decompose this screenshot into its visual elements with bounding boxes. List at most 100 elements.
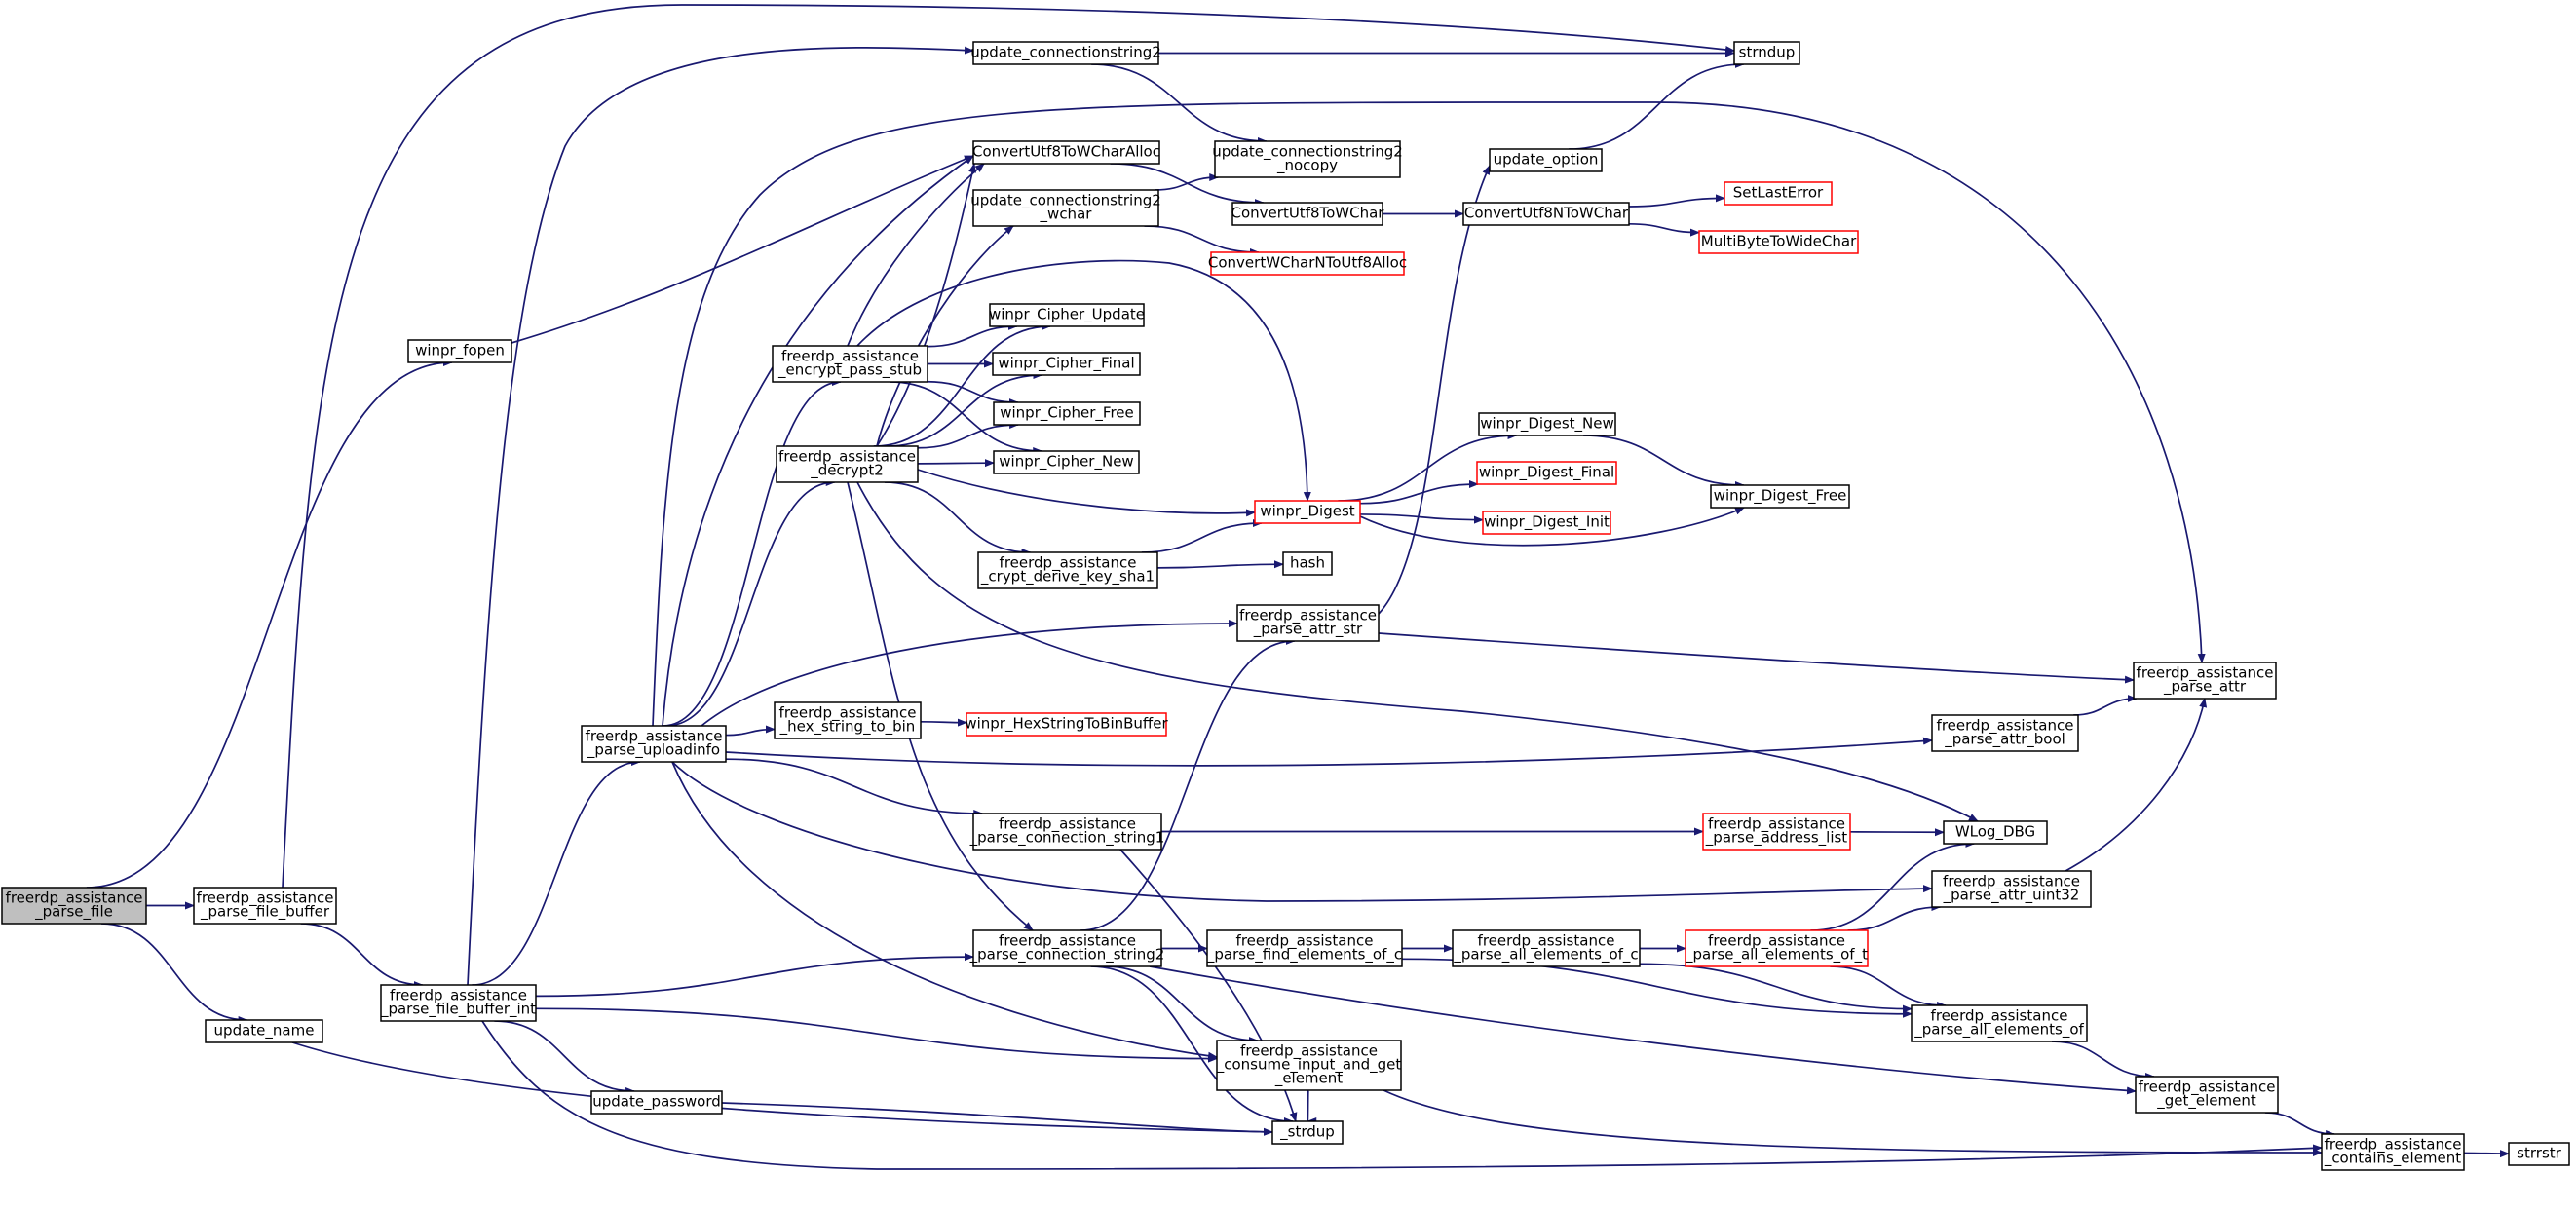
function-node-convertutf8towcharalloc[interactable]: ConvertUtf8ToWCharAlloc — [972, 140, 1160, 165]
function-node-parse-all-elements-of-t[interactable]: freerdp_assistance_parse_all_elements_of… — [1685, 929, 1869, 967]
function-node-parse-address-list[interactable]: freerdp_assistance_parse_address_list — [1702, 813, 1851, 851]
function-node--strdup[interactable]: _strdup — [1271, 1120, 1344, 1145]
function-node-parse-uploadinfo[interactable]: freerdp_assistance_parse_uploadinfo — [581, 725, 727, 763]
node-box — [992, 352, 1141, 376]
call-edge-parse_file-to-winpr_fopen — [86, 359, 453, 889]
node-box — [1214, 140, 1401, 178]
node-box — [972, 813, 1162, 851]
function-node-winpr-digest[interactable]: winpr_Digest — [1254, 500, 1361, 524]
function-node-convertutf8towchar[interactable]: ConvertUtf8ToWChar — [1231, 202, 1385, 226]
function-node-winpr-fopen[interactable]: winpr_fopen — [407, 339, 512, 363]
node-box — [1462, 202, 1630, 226]
call-edge-decrypt2-to-winpr_Cipher_New — [917, 459, 995, 468]
call-edge-decrypt2-to-ConvertUtf8ToWCharAlloc — [876, 163, 976, 447]
node-label-line: strndup — [1739, 44, 1796, 61]
function-node-update-option[interactable]: update_option — [1489, 148, 1603, 172]
call-edge-parse_uploadinfo-to-encrypt_pass_stub — [663, 378, 842, 727]
function-node-convertutf8ntowchar[interactable]: ConvertUtf8NToWChar — [1462, 202, 1630, 226]
node-label-line: ConvertUtf8ToWChar — [1231, 205, 1385, 222]
node-box — [776, 445, 919, 483]
function-node-parse-connection-string2[interactable]: freerdp_assistance_parse_connection_stri… — [969, 929, 1165, 967]
node-label-line: update_connectionstring2 — [970, 44, 1161, 62]
call-edge-winpr_fopen-to-ConvertUtf8ToWCharAlloc — [511, 155, 974, 344]
node-label-line: winpr_Digest_New — [1480, 415, 1614, 434]
function-node-parse-attr[interactable]: freerdp_assistance_parse_attr — [2133, 662, 2277, 700]
function-node-parse-connection-string1[interactable]: freerdp_assistance_parse_connection_stri… — [969, 813, 1165, 851]
function-node-strndup[interactable]: strndup — [1733, 41, 1800, 65]
function-node-winpr-cipher-free[interactable]: winpr_Cipher_Free — [993, 401, 1141, 426]
node-label-line: _encrypt_pass_stub — [777, 361, 922, 380]
call-edge-parse_file_buffer_int-to-parse_uploadinfo — [472, 758, 642, 986]
function-node-parse-find-elements-of-c[interactable]: freerdp_assistance_parse_find_elements_o… — [1206, 929, 1403, 967]
call-edge-decrypt2-to-winpr_Digest — [917, 469, 1256, 517]
node-label-line: ConvertWCharNToUtf8Alloc — [1208, 254, 1407, 272]
call-edge-hex_string_to_bin-to-winpr_HexStringToBinBuffer — [920, 718, 967, 727]
node-box — [993, 401, 1141, 426]
node-label-line: ConvertUtf8ToWCharAlloc — [972, 143, 1160, 161]
function-node-winpr-digest-init[interactable]: winpr_Digest_Init — [1482, 511, 1611, 535]
call-edge-get_element-to-contains_element — [2264, 1112, 2336, 1138]
call-edge-parse_connection_string2-to-parse_attr_str — [1080, 637, 1296, 931]
node-label-line: freerdp_assistance — [1708, 815, 1845, 834]
function-node-winpr-hexstringtobinbuffer[interactable]: winpr_HexStringToBinBuffer — [965, 712, 1168, 737]
node-label-line: winpr_Cipher_New — [999, 453, 1133, 472]
node-label-line: _get_element — [2156, 1092, 2256, 1111]
node-box — [772, 345, 928, 383]
node-box — [977, 551, 1158, 589]
function-node-setlasterror[interactable]: SetLastError — [1724, 181, 1833, 206]
call-edge-update_connectionstring2_wchar-to-update_connectionstring2_nocopy — [1155, 173, 1220, 191]
function-node-get-element[interactable]: freerdp_assistance_get_element — [2135, 1076, 2279, 1114]
function-node-winpr-digest-free[interactable]: winpr_Digest_Free — [1710, 484, 1850, 509]
function-node-strrstr[interactable]: strrstr — [2508, 1142, 2570, 1166]
function-node-winpr-cipher-update[interactable]: winpr_Cipher_Update — [989, 303, 1145, 327]
node-label-line: freerdp_assistance — [781, 348, 919, 366]
call-edge-consume_input_and_get_element-to-_strdup — [1307, 1089, 1317, 1125]
function-node-decrypt2[interactable]: freerdp_assistance_decrypt2 — [776, 445, 919, 483]
function-node-winpr-cipher-final[interactable]: winpr_Cipher_Final — [992, 352, 1141, 376]
function-node-convertwcharntoutf8alloc[interactable]: ConvertWCharNToUtf8Alloc — [1208, 251, 1407, 276]
node-label-line: freerdp_assistance — [1937, 717, 2074, 736]
node-label-line: freerdp_assistance — [2137, 664, 2274, 683]
function-node-update-connectionstring2-wchar[interactable]: update_connectionstring2_wchar — [970, 189, 1161, 227]
function-node-parse-all-elements-of[interactable]: freerdp_assistance_parse_all_elements_of — [1911, 1004, 2088, 1042]
function-node-consume-input-and-get-element[interactable]: freerdp_assistance_consume_input_and_get… — [1216, 1040, 1402, 1091]
function-node-winpr-digest-new[interactable]: winpr_Digest_New — [1478, 412, 1616, 436]
function-node-update-password[interactable]: update_password — [590, 1090, 723, 1115]
node-label-line: freerdp_assistance — [2325, 1136, 2462, 1154]
call-edge-parse_connection_string2-to-get_element — [1149, 965, 2137, 1095]
call-edge-encrypt_pass_stub-to-winpr_Cipher_Update — [927, 322, 1018, 348]
node-label-line: freerdp_assistance — [2139, 1079, 2276, 1097]
call-edge-parse_file_buffer-to-parse_file_buffer_int — [300, 923, 424, 989]
function-node-winpr-digest-final[interactable]: winpr_Digest_Final — [1476, 461, 1617, 485]
function-node-parse-attr-str[interactable]: freerdp_assistance_parse_attr_str — [1236, 604, 1380, 642]
call-edge-consume_input_and_get_element-to-contains_element — [1383, 1089, 2323, 1156]
function-node-contains-element[interactable]: freerdp_assistance_contains_element — [2321, 1133, 2465, 1171]
function-node-parse-file[interactable]: freerdp_assistance_parse_file — [1, 887, 147, 925]
node-label-line: _parse_uploadinfo — [587, 741, 720, 760]
call-edge-parse_uploadinfo-to-parse_attr — [652, 101, 2206, 727]
node-label-line: freerdp_assistance — [6, 889, 143, 908]
function-node-parse-file-buffer[interactable]: freerdp_assistance_parse_file_buffer — [193, 887, 337, 925]
function-node-hex-string-to-bin[interactable]: freerdp_assistance_hex_string_to_bin — [774, 701, 922, 739]
function-node-update-connectionstring2[interactable]: update_connectionstring2 — [970, 41, 1161, 65]
call-edge-encrypt_pass_stub-to-winpr_Cipher_Free — [927, 380, 1019, 406]
node-label-line: freerdp_assistance — [1708, 932, 1845, 951]
node-label-line: _contains_element — [2324, 1150, 2461, 1168]
function-node-wlog-dbg[interactable]: WLog_DBG — [1943, 820, 2048, 845]
function-node-update-name[interactable]: update_name — [205, 1019, 323, 1043]
call-edge-decrypt2-to-parse_connection_string2 — [847, 481, 1034, 931]
function-node-parse-file-buffer-int[interactable]: freerdp_assistance_parse_file_buffer_int — [380, 984, 537, 1022]
node-box — [590, 1090, 723, 1115]
function-node-crypt-derive-key-sha1[interactable]: freerdp_assistance_crypt_derive_key_sha1 — [977, 551, 1158, 589]
function-node-update-connectionstring2-nocopy[interactable]: update_connectionstring2_nocopy — [1212, 140, 1403, 178]
call-edge-update_connectionstring2-to-update_connectionstring2_nocopy — [1091, 63, 1268, 145]
function-node-encrypt-pass-stub[interactable]: freerdp_assistance_encrypt_pass_stub — [772, 345, 928, 383]
function-node-multibytetowidechar[interactable]: MultiByteToWideChar — [1698, 230, 1859, 254]
function-node-parse-attr-uint32[interactable]: freerdp_assistance_parse_attr_uint32 — [1931, 870, 2092, 908]
call-edge-winpr_Digest-to-winpr_Digest_Final — [1359, 480, 1479, 505]
function-node-hash[interactable]: hash — [1282, 551, 1333, 576]
call-edge-decrypt2-to-winpr_Cipher_Update — [873, 322, 1052, 447]
function-node-parse-all-elements-of-c[interactable]: freerdp_assistance_parse_all_elements_of… — [1452, 929, 1641, 967]
function-node-winpr-cipher-new[interactable]: winpr_Cipher_New — [993, 450, 1140, 474]
function-node-parse-attr-bool[interactable]: freerdp_assistance_parse_attr_bool — [1931, 714, 2079, 752]
